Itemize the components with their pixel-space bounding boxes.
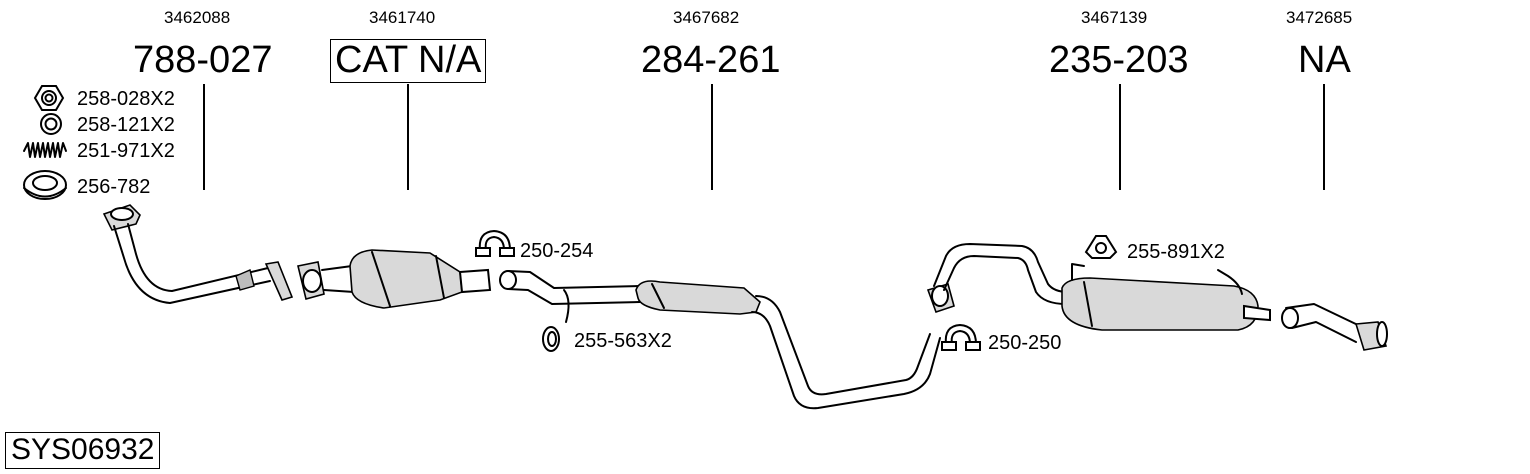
label-hanger[interactable]: 255-891X2 bbox=[1127, 241, 1225, 263]
system-id: SYS06932 bbox=[5, 432, 161, 469]
part-number-front-pipe[interactable]: 788-027 bbox=[133, 39, 273, 81]
part-number-rear-muffler[interactable]: 235-203 bbox=[1049, 39, 1189, 81]
ring-icon-mid bbox=[542, 326, 560, 352]
label-clamp-rear[interactable]: 250-250 bbox=[988, 332, 1062, 354]
hex-nut-icon bbox=[33, 85, 65, 111]
part-number-tailpipe[interactable]: NA bbox=[1298, 39, 1351, 81]
front-pipe-icon bbox=[102, 204, 294, 304]
label-clamp-front[interactable]: 250-254 bbox=[520, 240, 594, 262]
label-gasket[interactable]: 256-782 bbox=[77, 176, 151, 198]
oem-number-1: 3462088 bbox=[164, 8, 231, 27]
ring-icon bbox=[40, 113, 62, 135]
label-ring-mid[interactable]: 255-563X2 bbox=[574, 330, 672, 352]
center-muffler-icon bbox=[499, 270, 941, 410]
gasket-icon bbox=[23, 170, 67, 200]
catalytic-converter-icon bbox=[297, 249, 492, 309]
oem-number-3: 3467682 bbox=[673, 8, 740, 27]
tailpipe-icon bbox=[1281, 303, 1388, 351]
clamp-icon-rear bbox=[941, 324, 981, 351]
part-number-center-muffler[interactable]: 284-261 bbox=[641, 39, 781, 81]
spring-icon bbox=[23, 142, 67, 158]
oem-number-5: 3472685 bbox=[1286, 8, 1353, 27]
rear-muffler-icon bbox=[926, 243, 1271, 331]
clamp-icon-front bbox=[475, 230, 515, 257]
rubber-hanger-icon bbox=[1084, 235, 1118, 259]
leader-lines bbox=[203, 84, 1325, 190]
part-number-catalyst[interactable]: CAT N/A bbox=[330, 39, 487, 83]
label-spring[interactable]: 251-971X2 bbox=[77, 140, 175, 162]
oem-number-4: 3467139 bbox=[1081, 8, 1148, 27]
label-nut[interactable]: 258-028X2 bbox=[77, 88, 175, 110]
label-ring[interactable]: 258-121X2 bbox=[77, 114, 175, 136]
oem-number-2: 3461740 bbox=[369, 8, 436, 27]
